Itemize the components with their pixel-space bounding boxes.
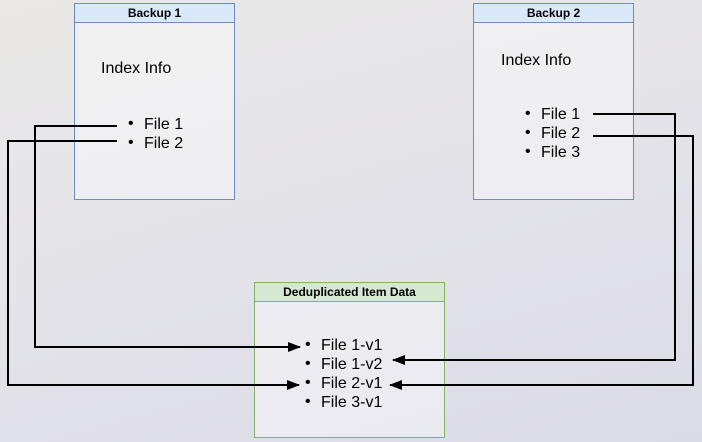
backup2-body: Index Info • File 1 • File 2 • File 3: [474, 23, 633, 199]
backup2-subtitle: Index Info: [501, 52, 572, 69]
dedup-title: Deduplicated Item Data: [255, 283, 444, 302]
list-item: • File 2: [525, 124, 581, 143]
backup2-box: Backup 2 Index Info • File 1 • File 2 • …: [473, 3, 634, 200]
dedup-box: Deduplicated Item Data • File 1-v1 • Fil…: [254, 282, 445, 438]
backup2-file-list: • File 1 • File 2 • File 3: [525, 105, 581, 162]
backup1-file-list: • File 1 • File 2: [128, 115, 184, 153]
file-label: File 2: [144, 135, 184, 152]
file-label: File 3: [541, 144, 581, 161]
file-label: File 1: [144, 116, 184, 133]
list-item: • File 1-v1: [305, 336, 383, 355]
backup1-box: Backup 1 Index Info • File 1 • File 2: [74, 3, 235, 200]
backup2-title: Backup 2: [474, 4, 633, 23]
list-item: • File 1: [128, 115, 184, 134]
file-label: File 1-v2: [321, 356, 383, 373]
list-item: • File 3-v1: [305, 393, 383, 412]
bullet-icon: •: [305, 336, 311, 353]
bullet-icon: •: [525, 143, 531, 160]
file-label: File 1-v1: [321, 337, 383, 354]
bullet-icon: •: [525, 124, 531, 141]
file-label: File 3-v1: [321, 394, 383, 411]
bullet-icon: •: [525, 105, 531, 122]
dedup-body: • File 1-v1 • File 1-v2 • File 2-v1 • Fi…: [255, 302, 444, 437]
list-item: • File 2: [128, 134, 184, 153]
list-item: • File 3: [525, 143, 581, 162]
bullet-icon: •: [128, 134, 134, 151]
bullet-icon: •: [305, 393, 311, 410]
bullet-icon: •: [305, 355, 311, 372]
file-label: File 2: [541, 125, 581, 142]
list-item: • File 2-v1: [305, 374, 383, 393]
file-label: File 1: [541, 106, 581, 123]
dedup-file-list: • File 1-v1 • File 1-v2 • File 2-v1 • Fi…: [305, 336, 383, 412]
list-item: • File 1: [525, 105, 581, 124]
backup1-title: Backup 1: [75, 4, 234, 23]
bullet-icon: •: [305, 374, 311, 391]
backup1-subtitle: Index Info: [101, 60, 172, 77]
file-label: File 2-v1: [321, 375, 383, 392]
bullet-icon: •: [128, 115, 134, 132]
backup1-body: Index Info • File 1 • File 2: [75, 23, 234, 199]
list-item: • File 1-v2: [305, 355, 383, 374]
